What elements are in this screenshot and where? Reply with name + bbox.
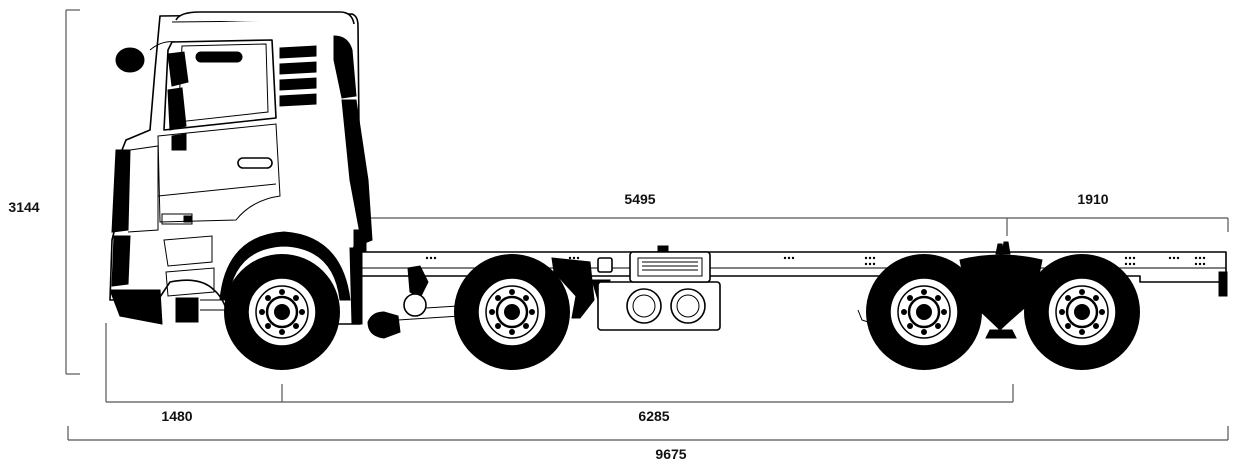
rear-overhang-bracket <box>1007 217 1229 232</box>
wheelbase-front-label: 5495 <box>624 191 655 207</box>
undercarriage <box>367 241 1043 339</box>
cab-vents <box>279 45 317 107</box>
wheelbase-main-label: 6285 <box>638 408 669 424</box>
front-steer-wheel-1 <box>222 252 342 372</box>
overall-length-bracket <box>67 426 1229 441</box>
dimension-labels: 3144 5495 1910 1480 6285 9675 <box>8 191 1108 462</box>
fuel-tank-box <box>597 281 721 331</box>
height-dimension-bracket <box>65 9 80 375</box>
rear-overhang-label: 1910 <box>1077 191 1108 207</box>
front-wheel-arch <box>219 231 351 301</box>
rear-light <box>1218 271 1228 297</box>
overall-length-label: 9675 <box>655 446 686 462</box>
front-overhang-and-wheelbase-bracket <box>105 323 1014 403</box>
overall-height-label: 3144 <box>8 199 39 215</box>
battery-box <box>629 245 711 283</box>
front-steer-wheel-2 <box>452 252 572 372</box>
dimension-lines <box>65 9 1229 441</box>
rear-drive-wheel-2 <box>1022 252 1142 372</box>
rear-drive-wheel-1 <box>864 252 984 372</box>
wheelbase-front-bracket <box>364 217 1008 236</box>
frame-rivets <box>425 256 1206 266</box>
front-overhang-label: 1480 <box>161 408 192 424</box>
